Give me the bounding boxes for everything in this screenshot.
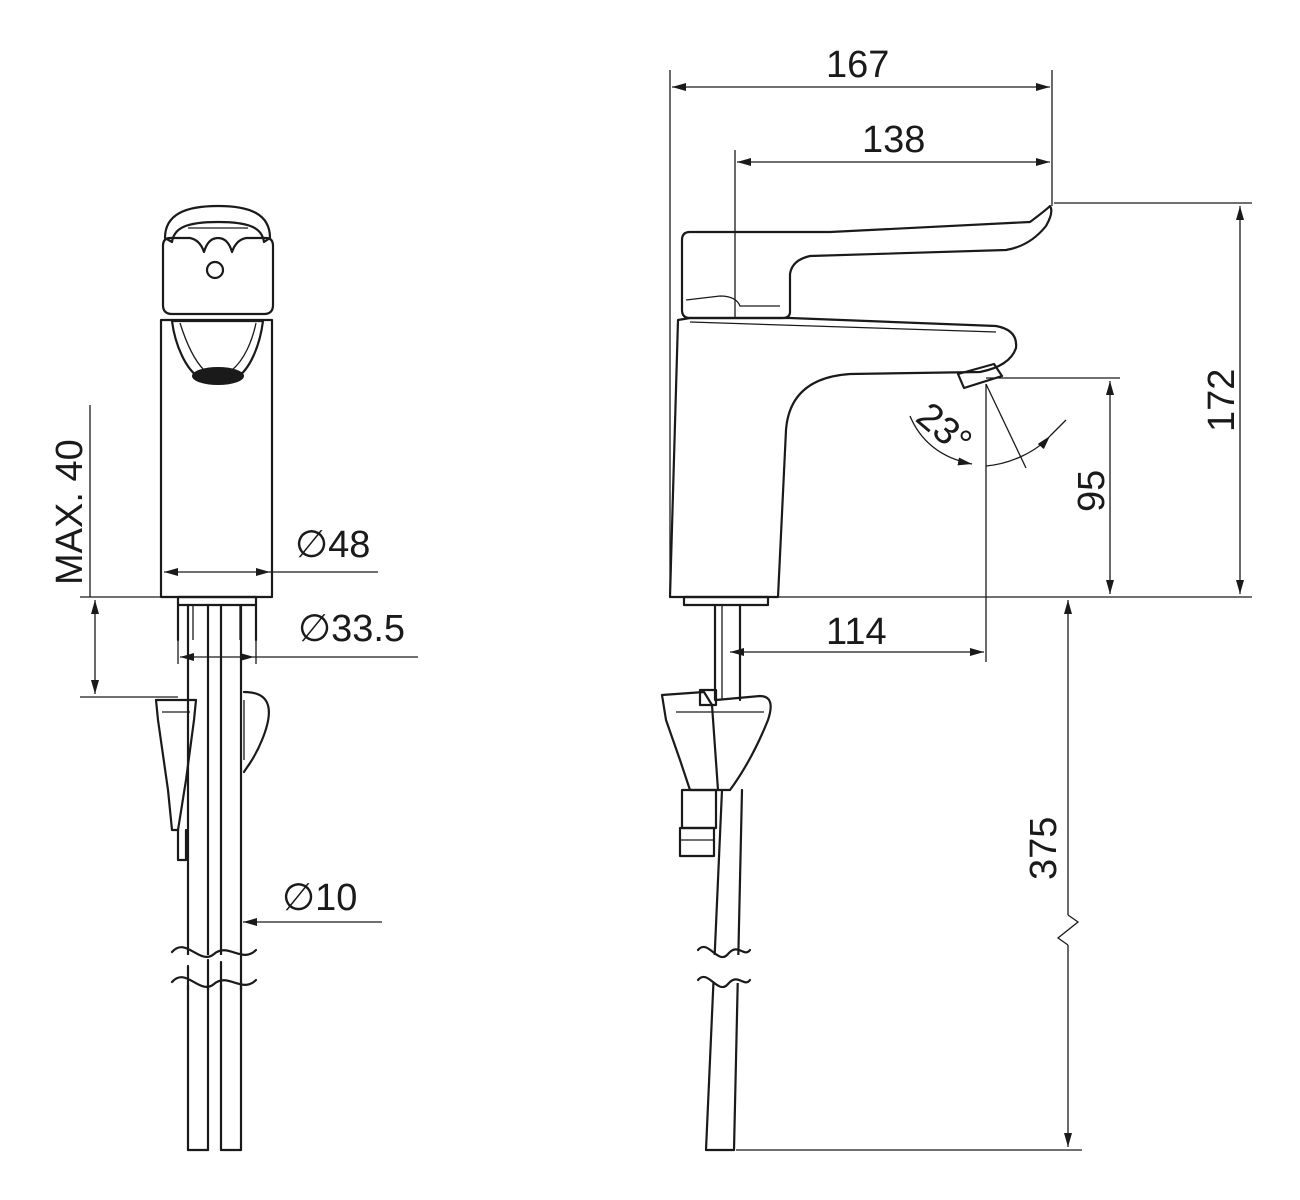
hose-diameter-label: ∅10 [282,877,357,919]
side-set-screw [205,260,225,280]
side-mounting-clamp [154,698,198,832]
front-body [668,316,1018,599]
front-mounting-clamp [660,690,720,792]
hose-length-label: 375 [1023,817,1065,880]
shank-diameter-label: ∅33.5 [298,608,405,650]
overall-length-label: 167 [826,44,889,86]
front-aerator [956,362,1004,390]
body-diameter-label: ∅48 [295,524,370,566]
spout-height-label: 95 [1071,470,1113,512]
spout-angle-label: 23° [908,395,979,464]
side-lever [163,204,272,244]
side-view: MAX. 40 ∅48 ∅33.5 ∅10 [49,204,418,1152]
lever-length-label: 138 [862,119,925,161]
side-body [159,318,274,599]
side-aerator [192,367,244,385]
max-thickness-label: MAX. 40 [49,439,91,585]
side-handle-block [161,236,275,316]
front-view: 167 138 172 95 114 375 23° [660,44,1252,1152]
overall-height-label: 172 [1201,369,1243,432]
spout-reach-label: 114 [826,611,887,653]
